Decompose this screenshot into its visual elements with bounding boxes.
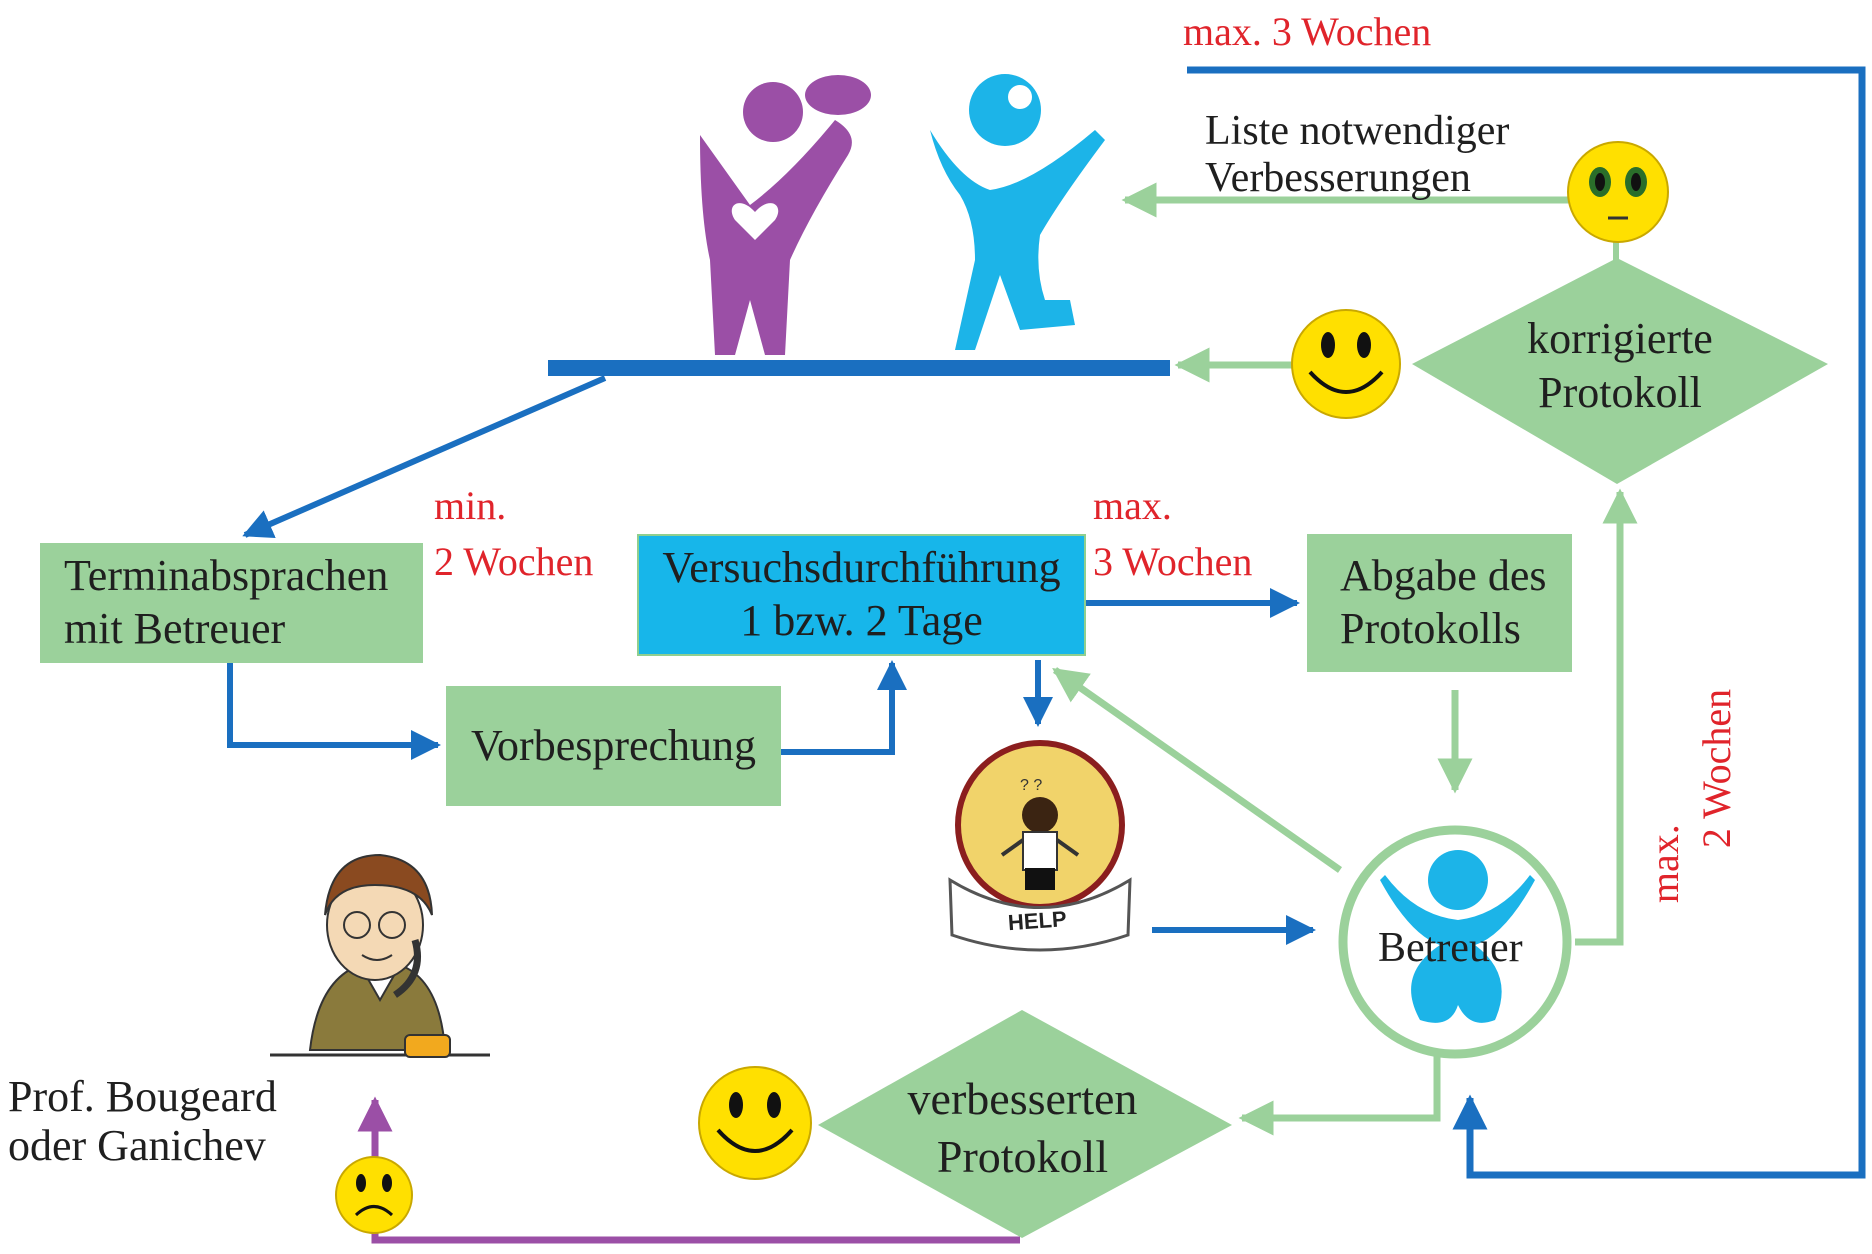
box-terminabsprachen: Terminabsprachen mit Betreuer [40,543,423,663]
termin-line1: Terminabsprachen [64,551,389,601]
arrow-vorbesprechung-to-versuch [778,660,907,755]
people-logo-icon [700,74,1105,355]
abgabe-line1: Abgabe des [1340,551,1547,601]
label-prof-line1: Prof. Bougeard [8,1072,277,1121]
sad-face-icon [335,1156,413,1234]
label-liste-notwendiger: Liste notwendiger Verbesserungen [1205,108,1509,202]
diamond-verbesserten-protokoll [818,1010,1232,1238]
happy-face-icon-top [1291,309,1401,419]
cyan-figure-icon [930,74,1105,350]
versuch-line2: 1 bzw. 2 Tage [740,596,983,645]
label-min-2-wochen: min. 2 Wochen [434,478,593,590]
label-max-2-wochen: max. 2 Wochen [1639,689,1743,903]
korrigierte-protokoll-text: korrigierte Protokoll [1500,312,1740,419]
help-icon: ? ? HELP [948,740,1132,952]
korrigierte-line1: korrigierte [1527,314,1713,363]
label-max-3-wochen-mid: max. 3 Wochen [1093,478,1252,590]
label-max2-line2: 2 Wochen [1694,688,1740,849]
svg-text:? ?: ? ? [1020,777,1042,794]
arrow-betreuer-to-verbessert [1238,1038,1441,1136]
betreuer-figure-icon [1380,875,1535,1023]
label-max-3-wochen-top: max. 3 Wochen [1183,9,1432,54]
versuch-line1: Versuchsdurchführung [662,543,1061,593]
label-max2-line1: max. [1642,824,1688,904]
termin-line2: mit Betreuer [64,604,286,653]
happy-face-icon-bottom [698,1066,812,1180]
arrow-betreuer-to-korrigiert [1575,488,1638,946]
label-min-line1: min. [434,483,507,528]
arrow-betreuer-to-versuch [1052,667,1343,873]
arrow-bar-to-termin [242,375,607,538]
platform-bar [548,360,1170,376]
label-min-line2: 2 Wochen [434,539,594,584]
label-prof-line2: oder Ganichev [8,1121,266,1171]
label-max-line1: max. [1093,483,1172,528]
verbesserten-protokoll-text: verbesserten Protokoll [885,1070,1160,1185]
box-versuchsdurchfuehrung: Versuchsdurchführung 1 bzw. 2 Tage [637,534,1086,656]
betreuer-label: Betreuer [1378,925,1523,971]
abgabe-line2: Protokolls [1340,604,1521,653]
verbesserten-line1: verbesserten [907,1073,1138,1124]
diamond-korrigierte-protokoll [1412,258,1828,484]
arrow-verbessert-to-prof [357,1096,1020,1244]
betreuer-node [1338,825,1572,1059]
label-prof: Prof. Bougeard oder Ganichev [8,1072,277,1171]
professor-phone-icon [270,853,490,1058]
purple-figure-icon [700,75,871,355]
loop-line-max-3-wochen [1187,66,1866,1179]
help-label: HELP [1007,906,1067,935]
label-max-line2: 3 Wochen [1093,539,1253,584]
arrow-termin-to-vorbesprechung [227,660,441,760]
label-liste-line1: Liste notwendiger [1205,108,1510,154]
box-vorbesprechung: Vorbesprechung [446,686,781,806]
vorbesprechung-label: Vorbesprechung [470,720,757,770]
korrigierte-line2: Protokoll [1538,367,1702,417]
box-abgabe-protokolls: Abgabe des Protokolls [1307,534,1572,672]
neutral-face-icon [1567,141,1669,243]
verbesserten-line2: Protokoll [936,1130,1109,1182]
label-liste-line2: Verbesserungen [1205,155,1471,202]
